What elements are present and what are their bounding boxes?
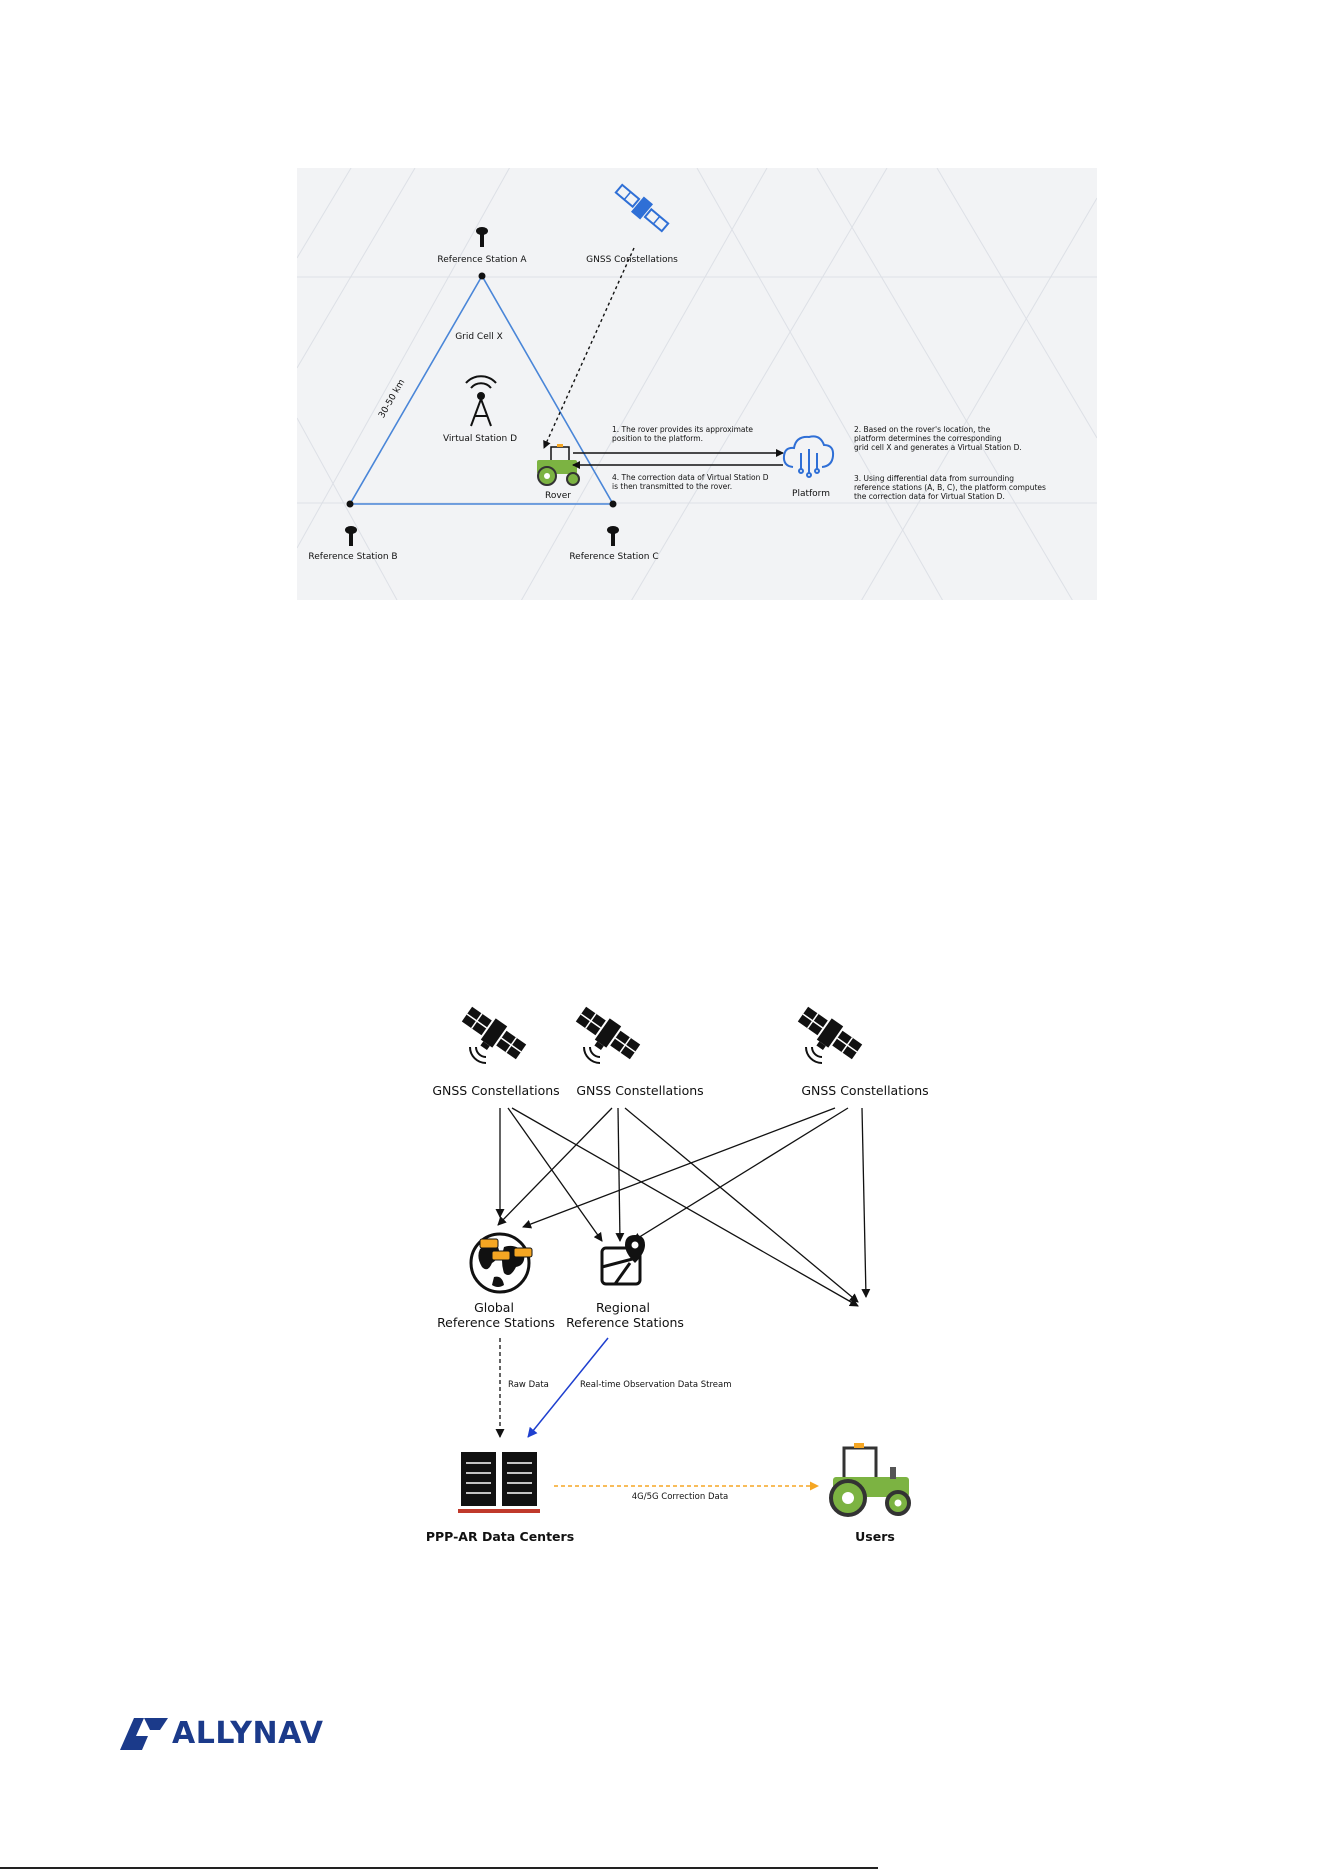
map-pin-icon: [600, 1235, 645, 1286]
rover-label: Rover: [545, 491, 571, 501]
gnss-label-3: GNSS Constellations: [801, 1083, 928, 1098]
step-1-text: 1. The rover provides its approximate po…: [612, 425, 755, 443]
raw-data-label: Raw Data: [508, 1380, 549, 1390]
antenna-icon-a: [476, 227, 488, 247]
global-reference-label: Global Reference Stations: [437, 1300, 555, 1330]
satellite-to-rover-signal: [543, 247, 635, 449]
globe-icon: [469, 1232, 533, 1294]
grid-cell-label: Grid Cell X: [455, 332, 503, 342]
gnss-label-1: GNSS Constellations: [432, 1083, 559, 1098]
tractor-icon: [537, 444, 580, 486]
satellite-icon-3: [791, 1002, 866, 1068]
realtime-stream-arrow: [527, 1337, 609, 1438]
correction-data-label: 4G/5G Correction Data: [632, 1492, 729, 1502]
virtual-station-label: Virtual Station D: [443, 434, 517, 444]
antenna-icon-b: [345, 526, 357, 546]
allynav-logo-mark-icon: [120, 1718, 168, 1750]
diagram-background: [297, 168, 1097, 600]
users-label: Users: [855, 1529, 895, 1544]
platform-label: Platform: [792, 489, 830, 499]
reference-station-c-label: Reference Station C: [569, 552, 658, 562]
gnss-label-2: GNSS Constellations: [576, 1083, 703, 1098]
data-centers-label: PPP-AR Data Centers: [426, 1529, 574, 1544]
reference-station-b-label: Reference Station B: [308, 552, 397, 562]
satellite-icon-2: [569, 1002, 644, 1068]
logo-text: ALLYNAV: [172, 1716, 324, 1751]
signal-arrows: [495, 1107, 871, 1307]
realtime-stream-label: Real-time Observation Data Stream: [580, 1380, 732, 1390]
cloud-platform-icon: [782, 435, 835, 478]
background-grid: [297, 168, 1097, 600]
allynav-logo: ALLYNAV: [120, 1712, 323, 1756]
tractor-icon: [829, 1443, 911, 1517]
reference-station-a-label: Reference Station A: [437, 255, 527, 265]
server-rack-icon: [458, 1452, 540, 1513]
gnss-constellations-label: GNSS Constellations: [586, 255, 678, 265]
step-2-text: 2. Based on the rover's location, the pl…: [854, 425, 1022, 452]
cell-tower-icon: [465, 375, 497, 427]
station-b-node: [346, 500, 354, 508]
vrs-diagram: Reference Station A GNSS Constellations …: [297, 168, 1097, 600]
satellite-icon: [614, 183, 670, 233]
antenna-icon-c: [607, 526, 619, 546]
step-4-text: 4. The correction data of Virtual Statio…: [612, 473, 771, 491]
satellite-icon-1: [455, 1002, 530, 1068]
step-3-text: 3. Using differential data from surround…: [854, 474, 1048, 501]
regional-reference-label: Regional Reference Stations: [566, 1300, 684, 1330]
footer-rule: [0, 1867, 878, 1869]
station-a-node: [478, 272, 486, 280]
station-c-node: [609, 500, 617, 508]
grid-cell-triangle: [348, 274, 615, 505]
ppp-ar-diagram: GNSS Constellations GNSS Constellations …: [426, 1002, 929, 1544]
